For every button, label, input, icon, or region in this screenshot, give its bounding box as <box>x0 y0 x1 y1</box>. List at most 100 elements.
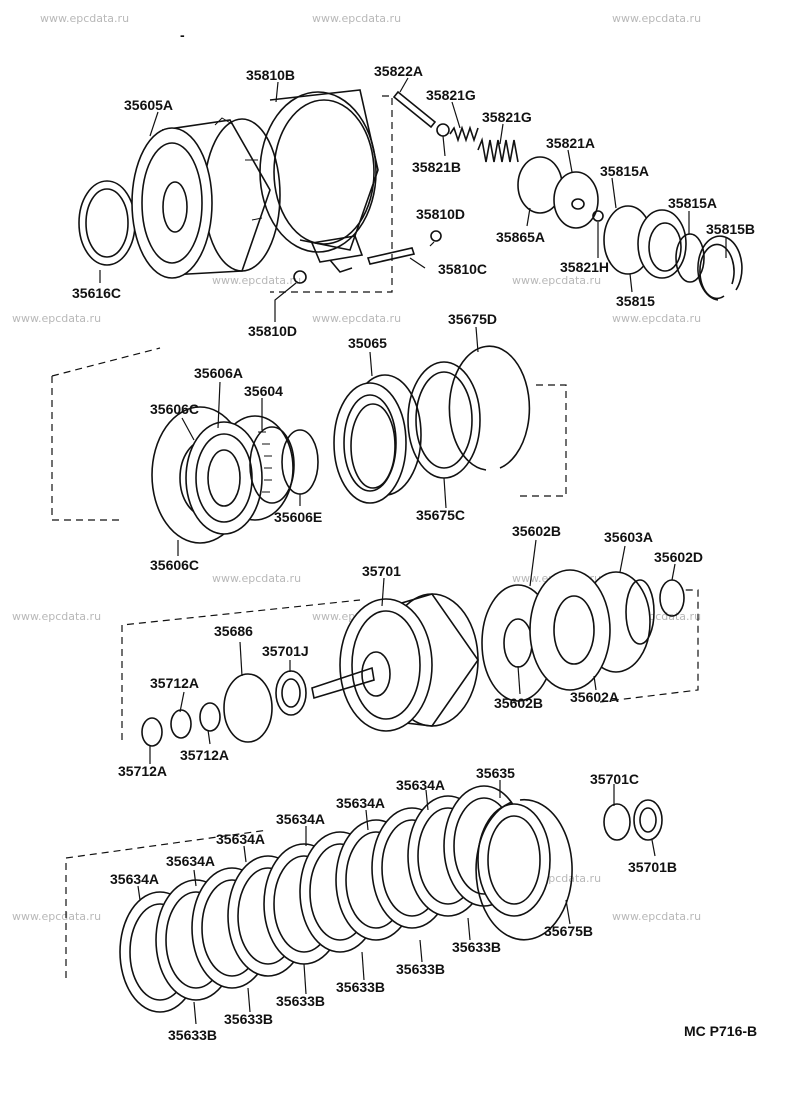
label-35634A: 35634A <box>110 871 159 887</box>
watermark: www.epcdata.ru <box>12 312 101 325</box>
label-35606C: 35606C <box>150 557 199 573</box>
label-35712A: 35712A <box>180 747 229 763</box>
dashed-outline <box>599 589 699 703</box>
dashed-outline <box>270 95 393 293</box>
washer-35701C <box>603 803 631 841</box>
leader-lines-third <box>149 539 676 764</box>
ring-35821B <box>436 123 450 137</box>
label-35633B: 35633B <box>452 939 501 955</box>
label-35815A: 35815A <box>668 195 717 211</box>
label-35701: 35701 <box>362 563 401 579</box>
dashed-outline <box>520 384 567 497</box>
label-35633B: 35633B <box>336 979 385 995</box>
label-35634A: 35634A <box>216 831 265 847</box>
gasket-35616C <box>78 180 136 266</box>
label-35604: 35604 <box>244 383 283 399</box>
part-labels: 35605A 35810B 35822A 35821G 35821G 35821… <box>72 63 757 1043</box>
label-35634A: 35634A <box>166 853 215 869</box>
label-35712A: 35712A <box>150 675 199 691</box>
label-35065: 35065 <box>348 335 387 351</box>
bearing-35701B <box>633 799 663 841</box>
washer-35712A <box>170 709 192 739</box>
label-35633B: 35633B <box>276 993 325 1009</box>
washer-35712A <box>199 702 221 732</box>
watermark: www.epcdata.ru <box>12 910 101 923</box>
snapring-35815B <box>697 235 743 301</box>
label-35810C: 35810C <box>438 261 487 277</box>
label-35606E: 35606E <box>274 509 322 525</box>
label-35822A: 35822A <box>374 63 423 79</box>
label-35603A: 35603A <box>604 529 653 545</box>
diagram-code: MC P716-B <box>684 1023 757 1039</box>
label-35606C: 35606C <box>150 401 199 417</box>
label-35701J: 35701J <box>262 643 309 659</box>
drum-35065 <box>333 374 422 504</box>
watermark: www.epcdata.ru <box>312 312 401 325</box>
leader-lines-bottom <box>137 780 656 1025</box>
spring-35604 <box>249 426 295 504</box>
label-35602D: 35602D <box>654 549 703 565</box>
pin-35810C <box>366 247 416 265</box>
label-35635: 35635 <box>476 765 515 781</box>
piston-35606A <box>185 415 294 535</box>
dashed-outline <box>121 599 361 740</box>
clutch-pack <box>119 785 573 1013</box>
leader-lines-second <box>177 326 479 556</box>
ring-35821H <box>592 210 604 222</box>
drum-35605A <box>131 117 281 279</box>
label-35865A: 35865A <box>496 229 545 245</box>
hub-35701 <box>311 593 479 732</box>
label-35675B: 35675B <box>544 923 593 939</box>
label-35815: 35815 <box>616 293 655 309</box>
watermark: www.epcdata.ru <box>40 12 129 25</box>
label-35675D: 35675D <box>448 311 497 327</box>
watermark: www.epcdata.ru <box>612 12 701 25</box>
label-35701C: 35701C <box>590 771 639 787</box>
watermark: www.epcdata.ru <box>612 910 701 923</box>
label-35606A: 35606A <box>194 365 243 381</box>
pin-35810D <box>293 270 307 284</box>
plate-35635 <box>477 803 551 917</box>
label-35634A: 35634A <box>276 811 325 827</box>
label-35821B: 35821B <box>412 159 461 175</box>
watermark: www.epcdata.ru <box>212 572 301 585</box>
watermark: www.epcdata.ru <box>512 274 601 287</box>
label-35616C: 35616C <box>72 285 121 301</box>
small-mark: - <box>180 27 185 43</box>
snapring-35675D <box>448 345 531 471</box>
label-35633B: 35633B <box>396 961 445 977</box>
clip-35810D <box>430 230 442 242</box>
label-35686: 35686 <box>214 623 253 639</box>
label-35701B: 35701B <box>628 859 677 875</box>
label-35602A: 35602A <box>570 689 619 705</box>
label-35633B: 35633B <box>224 1011 273 1027</box>
label-35815B: 35815B <box>706 221 755 237</box>
label-35605A: 35605A <box>124 97 173 113</box>
cover-35815 <box>603 205 687 279</box>
label-35810B: 35810B <box>246 67 295 83</box>
band-35810B <box>259 89 379 273</box>
leader-lines-top <box>99 77 727 322</box>
label-35602B: 35602B <box>512 523 561 539</box>
dashed-outline <box>65 829 269 978</box>
washer-35712A <box>141 717 163 747</box>
snapring-35675B <box>475 798 573 941</box>
label-35634A: 35634A <box>396 777 445 793</box>
label-35634A: 35634A <box>336 795 385 811</box>
label-35821G: 35821G <box>426 87 476 103</box>
oring-35815A <box>675 233 705 283</box>
rod-35822A <box>392 90 437 129</box>
spring-35821G-large <box>477 137 519 163</box>
carrier-35603A <box>529 569 655 691</box>
watermark: www.epcdata.ru <box>12 610 101 623</box>
label-35815A: 35815A <box>600 163 649 179</box>
watermark: www.epcdata.ru <box>312 12 401 25</box>
dashed-outline <box>51 347 161 521</box>
label-35602B: 35602B <box>494 695 543 711</box>
label-35633B: 35633B <box>168 1027 217 1043</box>
label-35810D: 35810D <box>416 206 465 222</box>
ring-35686 <box>223 673 273 743</box>
bearing-35701J <box>275 670 307 716</box>
watermark: www.epcdata.ru <box>212 274 301 287</box>
piston-35821A <box>553 171 599 229</box>
